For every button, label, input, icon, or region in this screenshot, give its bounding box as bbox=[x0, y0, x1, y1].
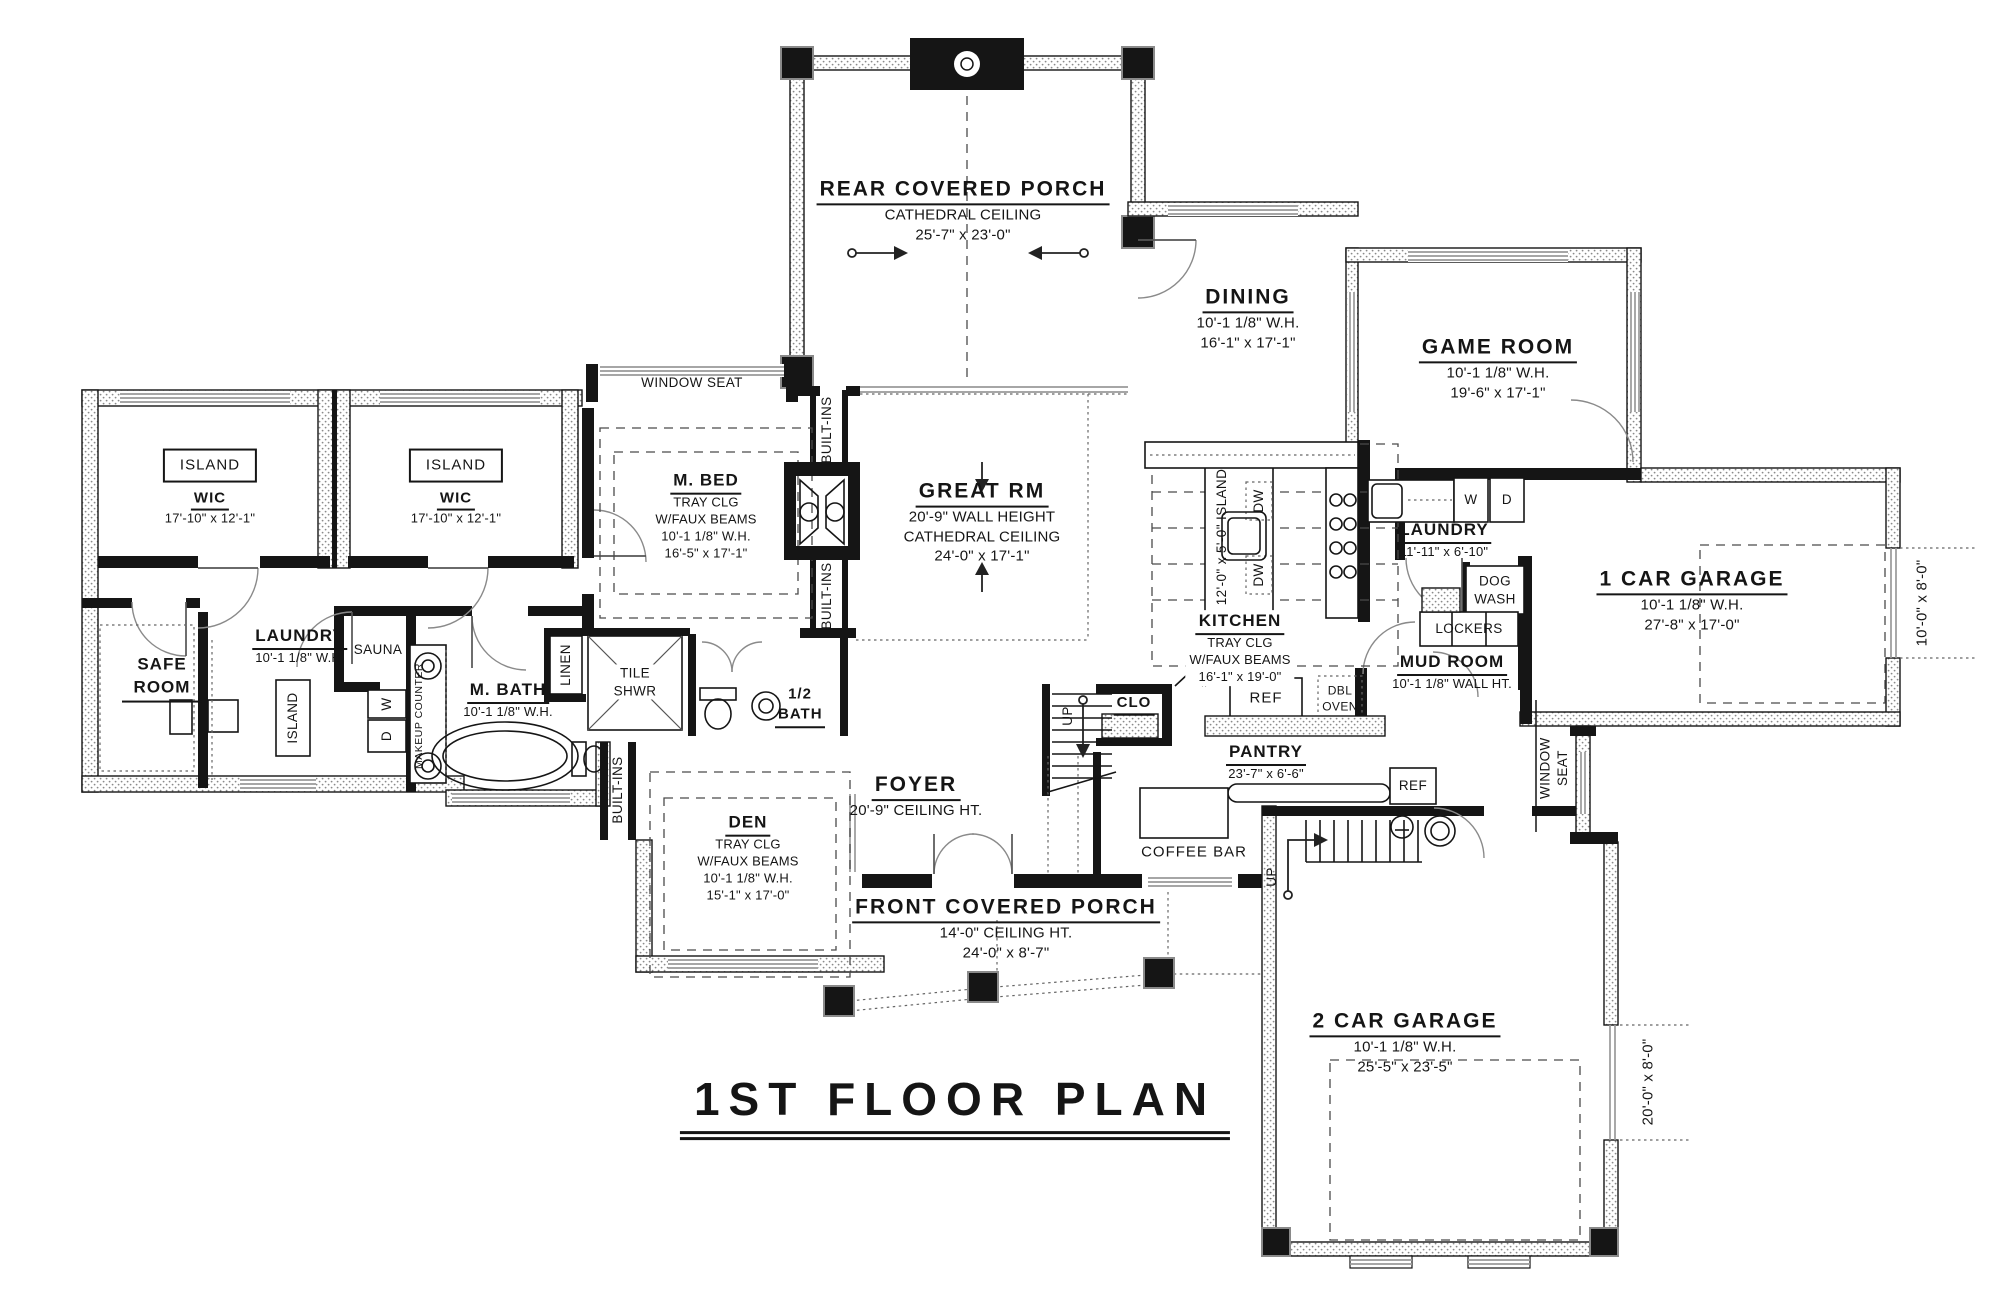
lockers-label: LOCKERS bbox=[1435, 621, 1503, 637]
room-great-rm: GREAT RM 20'-9" WALL HEIGHT CATHEDRAL CE… bbox=[903, 479, 1061, 565]
ref-label: REF bbox=[1249, 689, 1283, 707]
dog-wash-label: DOG WASH bbox=[1474, 573, 1516, 606]
stairs-main bbox=[1047, 693, 1117, 793]
room-foyer: FOYER 20'-9" CEILING HT. bbox=[849, 773, 983, 820]
dbl-oven-label: DBL OVEN bbox=[1322, 683, 1358, 713]
room-one-car-garage: 1 CAR GARAGE 10'-1 1/8" W.H. 27'-8" x 17… bbox=[1596, 565, 1788, 634]
room-kitchen: KITCHEN TRAY CLG W/FAUX BEAMS 16'-1" x 1… bbox=[1185, 610, 1295, 686]
dryer-label: D bbox=[1501, 492, 1513, 508]
sauna-label: SAUNA bbox=[353, 642, 403, 658]
window-seat-label: WINDOW SEAT bbox=[1537, 737, 1570, 799]
fireplace-icon bbox=[784, 462, 860, 560]
room-laundry-right: LAUNDRY 11'-11" x 6'-10" bbox=[1396, 519, 1492, 561]
room-front-porch: FRONT COVERED PORCH 14'-0" CEILING HT. 2… bbox=[852, 893, 1160, 962]
page-title: 1ST FLOOR PLAN bbox=[679, 1070, 1231, 1141]
room-pantry: PANTRY 23'-7" x 6'-6" bbox=[1226, 741, 1306, 783]
dishwasher-label: DW bbox=[1251, 563, 1267, 587]
range-icon bbox=[1329, 493, 1357, 579]
room-game-room: GAME ROOM 10'-1 1/8" W.H. 19'-6" x 17'-1… bbox=[1418, 333, 1578, 402]
makeup-counter-label: MAKEUP COUNTER bbox=[413, 663, 425, 769]
washer-label: W bbox=[1464, 492, 1478, 508]
coffee-bar-label: COFFEE BAR bbox=[1138, 842, 1250, 862]
up-label: UP bbox=[1264, 867, 1280, 887]
ceiling-lines bbox=[99, 96, 1978, 1241]
stairs-garage bbox=[1283, 820, 1422, 900]
room-laundry-left: LAUNDRY 10'-1 1/8" W.H. bbox=[252, 625, 348, 667]
room-half-bath: 1/2 BATH bbox=[775, 684, 825, 728]
room-m-bath: M. BATH 10'-1 1/8" W.H. bbox=[463, 680, 553, 720]
window-seat-label: WINDOW SEAT bbox=[641, 375, 743, 391]
clo-label: CLO bbox=[1113, 693, 1155, 716]
toilet-icon-mbath bbox=[571, 741, 605, 777]
room-mud-room: MUD ROOM 10'-1 1/8" WALL HT. bbox=[1392, 652, 1512, 692]
kitchen-island bbox=[1204, 451, 1274, 623]
built-ins-label: BUILT-INS bbox=[819, 562, 835, 630]
room-two-car-garage: 2 CAR GARAGE 10'-1 1/8" W.H. 25'-5" x 23… bbox=[1309, 1007, 1501, 1076]
fixtures bbox=[169, 246, 1525, 1017]
garage1-door-dim: 10'-0" x 8'-0" bbox=[1913, 559, 1931, 647]
room-dining: DINING 10'-1 1/8" W.H. 16'-1" x 17'-1" bbox=[1196, 285, 1300, 352]
dryer-label: D bbox=[379, 730, 395, 742]
island-label: ISLAND bbox=[162, 448, 258, 483]
windows bbox=[120, 203, 1897, 1269]
tile-shwr-label: TILE SHWR bbox=[607, 664, 663, 700]
arrows bbox=[847, 246, 1089, 592]
room-wic-right: ISLAND WIC 17'-10" x 12'-1" bbox=[408, 448, 504, 528]
room-wic-left: ISLAND WIC 17'-10" x 12'-1" bbox=[162, 448, 258, 528]
kitchen-island-dim: 12'-0" x 5'-0" ISLAND bbox=[1214, 468, 1230, 606]
room-den: DEN TRAY CLG W/FAUX BEAMS 10'-1 1/8" W.H… bbox=[691, 811, 805, 905]
up-label: UP bbox=[1060, 706, 1076, 726]
linen-label: LINEN bbox=[558, 644, 574, 686]
ref-label: REF bbox=[1398, 778, 1428, 794]
built-ins-label: BUILT-INS bbox=[610, 756, 626, 824]
room-title: REAR COVERED PORCH bbox=[816, 175, 1110, 206]
room-m-bed: M. BED TRAY CLG W/FAUX BEAMS 10'-1 1/8" … bbox=[649, 469, 763, 563]
built-ins-label: BUILT-INS bbox=[819, 396, 835, 464]
island-label: ISLAND bbox=[408, 448, 504, 483]
room-safe-room: SAFE ROOM bbox=[122, 654, 202, 703]
washer-label: W bbox=[379, 697, 395, 711]
garage2-door-dim: 20'-0" x 8'-0" bbox=[1639, 1038, 1657, 1126]
toilet-icon-halfbath bbox=[699, 687, 737, 730]
island-label: ISLAND bbox=[285, 692, 301, 744]
room-rear-porch: REAR COVERED PORCH CATHEDRAL CEILING 25'… bbox=[816, 175, 1110, 244]
doors bbox=[131, 239, 1634, 875]
dishwasher-label: DW bbox=[1251, 489, 1267, 513]
